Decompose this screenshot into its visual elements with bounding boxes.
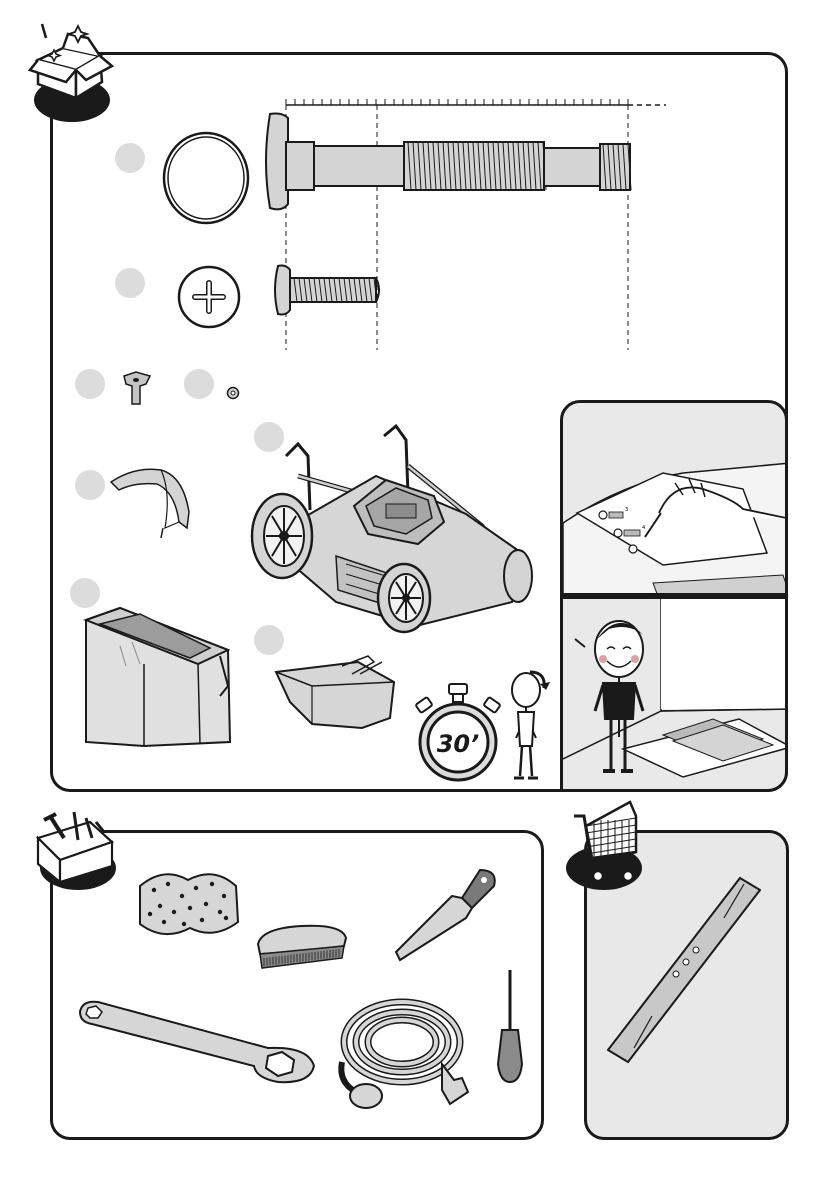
scraper-tool — [394, 866, 504, 966]
long-bolt-part — [264, 112, 634, 212]
o-ring-part — [160, 130, 256, 226]
side-discharge-guard-part — [105, 462, 195, 542]
extension-cable-tool — [338, 992, 478, 1112]
part-marker-7 — [70, 578, 100, 608]
washer-part — [226, 386, 240, 400]
screw-label-3: 3 — [625, 507, 628, 513]
spanner-wrench-tool — [78, 996, 318, 1086]
part-marker-6 — [75, 470, 105, 500]
screw-identification-hint: 3 4 — [560, 400, 788, 596]
part-marker-1 — [115, 143, 145, 173]
mulching-plug-part — [272, 652, 402, 732]
screwdriver-tool — [496, 968, 526, 1084]
part-marker-4 — [184, 369, 214, 399]
duration-label: 30’ — [437, 730, 480, 758]
open-box-icon — [28, 18, 118, 108]
brush-tool — [252, 918, 352, 978]
waiting-person-figure — [504, 668, 554, 783]
screw-head-part — [176, 264, 242, 330]
screw-label-4: 4 — [642, 525, 645, 531]
stopwatch-icon: 30’ — [413, 684, 503, 784]
grass-catcher-bag-part — [80, 606, 240, 746]
sponge-tool — [134, 866, 244, 946]
part-marker-3 — [75, 369, 105, 399]
read-manual-hint — [560, 596, 788, 792]
toolbox-icon — [30, 808, 120, 888]
mower-blade-part — [604, 870, 784, 1070]
part-marker-2 — [115, 268, 145, 298]
lawn-mower-part — [246, 426, 546, 636]
short-screw-part — [270, 262, 390, 318]
wing-knob-part — [120, 368, 154, 408]
